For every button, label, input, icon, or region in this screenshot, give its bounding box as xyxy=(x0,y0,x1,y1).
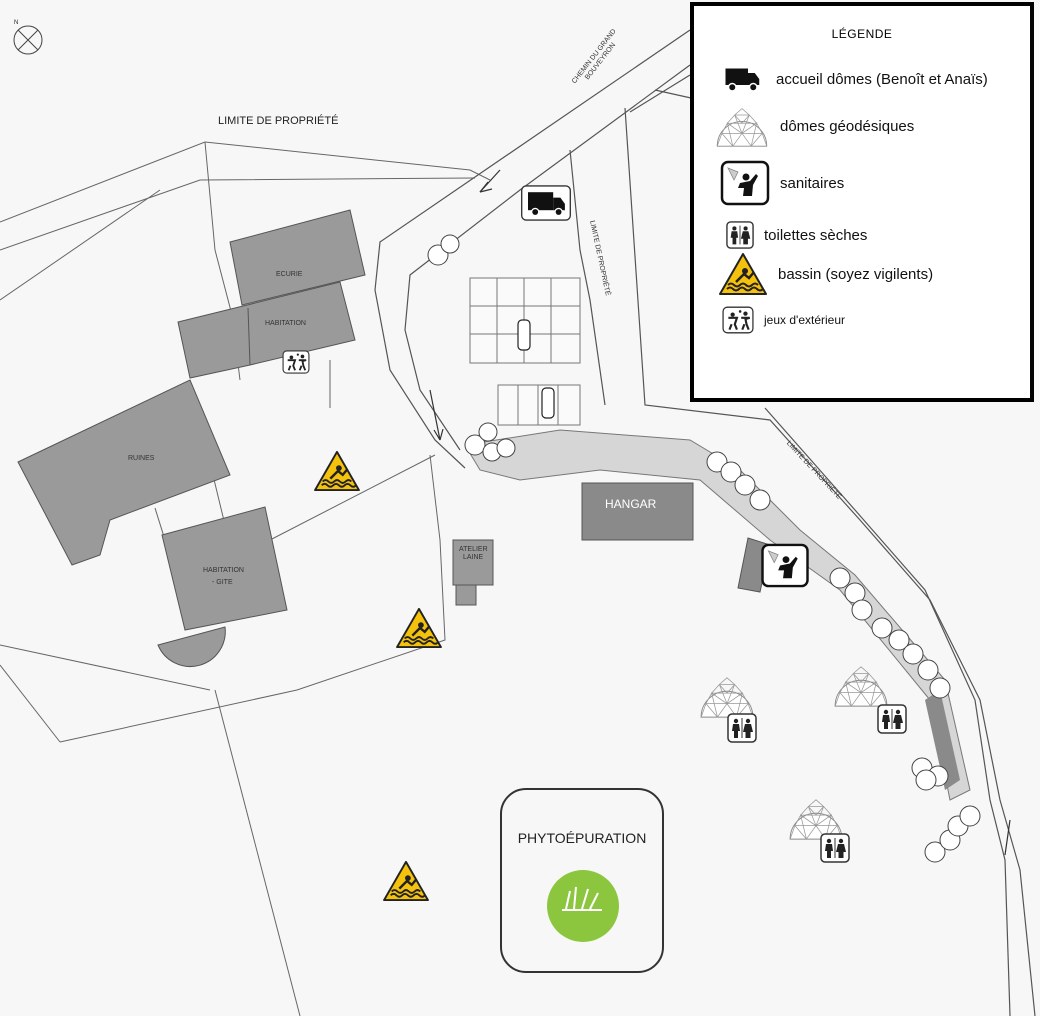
compass-label: N xyxy=(14,20,19,26)
parking-strip xyxy=(464,429,971,801)
legend-item: bassin (soyez vigilents) xyxy=(718,252,933,296)
building-label-atelier: ATELIER xyxy=(459,546,488,553)
building-annex xyxy=(157,626,226,667)
legend-label: bassin (soyez vigilents) xyxy=(778,265,934,283)
shower-icon xyxy=(720,160,770,206)
legend-panel: LÉGENDE accueil dômes (Benoît et Anaïs) … xyxy=(690,2,1034,402)
road xyxy=(374,29,1036,1016)
dome-icon xyxy=(700,677,754,718)
dome-icon xyxy=(834,666,888,707)
toilet-icon xyxy=(726,221,754,249)
toilet-icon xyxy=(727,713,757,743)
building-label-ruines: RUINES xyxy=(128,455,155,462)
legend-label: toilettes sèches xyxy=(764,226,868,244)
dome-icon xyxy=(789,799,843,840)
legend-item: jeux d'extérieur xyxy=(722,306,845,334)
phyto-label: PHYTOÉPURATION xyxy=(517,830,647,846)
trees xyxy=(427,234,981,863)
legend-title: LÉGENDE xyxy=(831,27,893,41)
play-icon xyxy=(722,306,754,334)
building-habitation xyxy=(177,281,356,379)
truck-icon xyxy=(725,68,760,92)
car-icon xyxy=(517,319,531,351)
legend-item: toilettes sèches xyxy=(726,221,867,249)
compass-icon xyxy=(13,25,43,55)
legend-label: accueil dômes (Benoît et Anaïs) xyxy=(776,70,988,88)
building-label-ecurie: ECURIE xyxy=(276,271,303,278)
legend-item: sanitaires xyxy=(720,160,844,206)
building-label-habitation-2: HABITATION xyxy=(203,567,244,574)
building-hangar xyxy=(581,482,694,541)
truck-icon xyxy=(521,185,571,221)
building-atelier-annex xyxy=(455,584,477,606)
toilet-icon xyxy=(877,704,907,734)
drowning-warning-icon xyxy=(382,860,430,902)
buildings xyxy=(17,209,771,667)
reed-icon xyxy=(562,886,602,911)
building-label-hangar: HANGAR xyxy=(605,497,657,511)
legend-item: accueil dômes (Benoît et Anaïs) xyxy=(718,64,988,94)
legend-label: jeux d'extérieur xyxy=(764,313,845,327)
building-habitation-gite xyxy=(161,506,288,631)
play-icon xyxy=(282,350,310,374)
drowning-warning-icon xyxy=(718,252,768,296)
building-ruines xyxy=(17,379,231,566)
car-icon xyxy=(541,387,555,419)
legend-label: sanitaires xyxy=(780,174,845,192)
shower-icon xyxy=(761,543,809,588)
building-label-habitation: HABITATION xyxy=(265,320,306,327)
drowning-warning-icon xyxy=(313,450,361,492)
building-ecurie xyxy=(229,209,366,306)
parking-grid xyxy=(469,277,581,426)
building-atelier xyxy=(452,539,494,586)
parking-strip-dark xyxy=(925,690,960,790)
building-label-laine: LAINE xyxy=(463,554,484,561)
dome-icon xyxy=(716,108,768,147)
property-limit-top-label: LIMITE DE PROPRIÉTÉ xyxy=(218,115,339,127)
legend-item: dômes géodésiques xyxy=(714,104,914,148)
legend-label: dômes géodésiques xyxy=(780,117,915,135)
phyto-area: PHYTOÉPURATION xyxy=(500,788,664,973)
toilet-icon xyxy=(820,833,850,863)
drowning-warning-icon xyxy=(395,607,443,649)
building-label-gite: - GITE xyxy=(212,579,233,586)
